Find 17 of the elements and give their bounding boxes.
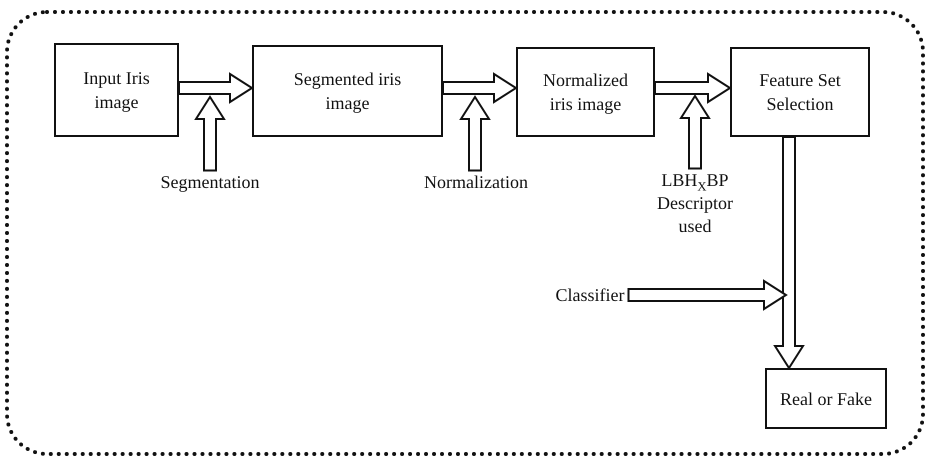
hollow-arrow <box>442 72 518 104</box>
hollow-arrow <box>628 279 788 311</box>
process-box: Normalized iris image <box>516 47 655 137</box>
hollow-arrow <box>773 136 805 370</box>
hollow-arrow <box>178 72 254 104</box>
process-box: Feature Set Selection <box>730 47 870 137</box>
result-box: Real or Fake <box>765 368 887 429</box>
step-label: Classifier <box>556 284 624 306</box>
hollow-arrow <box>654 72 732 104</box>
hollow-arrow <box>194 95 226 172</box>
hollow-arrow <box>459 95 491 172</box>
step-label: Normalization <box>424 170 528 194</box>
process-box: Input Iris image <box>54 43 179 137</box>
process-box: Segmented iris image <box>252 45 443 137</box>
step-label: Segmentation <box>160 170 260 194</box>
step-label: LBH$_{X}$BP Descriptor used <box>656 168 734 238</box>
hollow-arrow <box>679 94 711 170</box>
